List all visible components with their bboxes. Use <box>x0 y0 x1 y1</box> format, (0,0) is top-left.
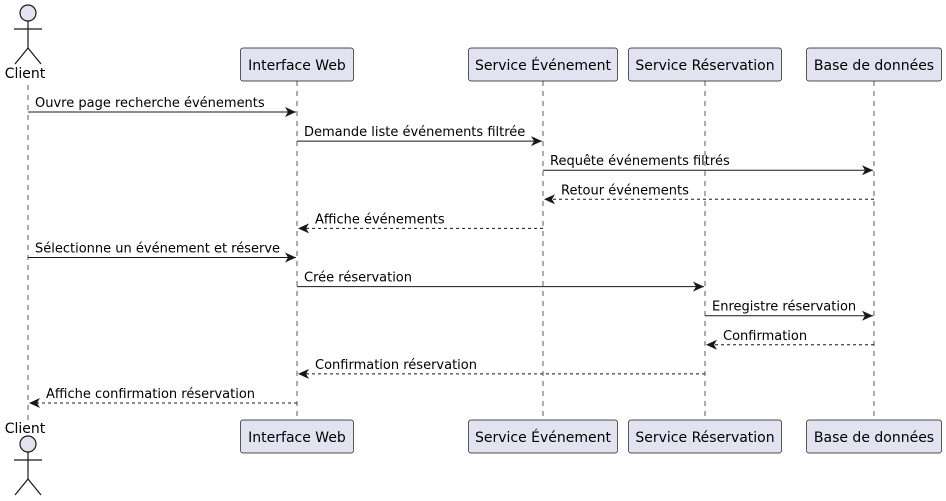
participant-label: Service Réservation <box>635 430 774 446</box>
participant-resa-bottom: Service Réservation <box>628 419 782 454</box>
message-label: Enregistre réservation <box>712 300 856 315</box>
participant-label: Base de données <box>814 430 934 446</box>
participant-box <box>240 419 354 454</box>
participant-db-top: Base de données <box>806 47 942 82</box>
participant-label: Interface Web <box>248 58 346 74</box>
participant-box <box>468 47 618 82</box>
message-label: Ouvre page recherche événements <box>35 96 265 111</box>
participant-resa-top: Service Réservation <box>628 47 782 82</box>
participant-label: Interface Web <box>248 430 346 446</box>
message-9: Confirmation <box>706 329 874 350</box>
message-2: Demande liste événements filtrée <box>297 125 542 147</box>
message-6: Sélectionne un événement et réserve <box>28 242 296 263</box>
participant-db-bottom: Base de données <box>806 419 942 454</box>
participant-box <box>240 47 354 82</box>
participant-web-top: Interface Web <box>240 47 354 82</box>
message-1: Ouvre page recherche événements <box>28 96 296 117</box>
participant-evt-top: Service Événement <box>468 47 618 82</box>
message-label: Confirmation réservation <box>315 358 477 373</box>
message-label: Demande liste événements filtrée <box>304 125 525 140</box>
message-3: Requête événements filtrés <box>543 154 873 176</box>
message-7: Crée réservation <box>297 271 704 292</box>
message-8: Enregistre réservation <box>705 300 873 321</box>
message-5: Affiche événements <box>298 212 543 234</box>
actor-label: Client <box>5 421 46 437</box>
message-label: Crée réservation <box>304 271 412 286</box>
participant-box <box>628 419 782 454</box>
participant-evt-bottom: Service Événement <box>468 419 618 454</box>
message-label: Confirmation <box>723 329 807 344</box>
actor-head-icon <box>19 4 37 22</box>
participant-label: Service Réservation <box>635 58 774 74</box>
message-11: Affiche confirmation réservation <box>29 387 297 408</box>
participant-box <box>628 47 782 82</box>
message-label: Affiche événements <box>315 212 445 227</box>
message-label: Requête événements filtrés <box>550 154 730 169</box>
participant-box <box>468 419 618 454</box>
actor-client-bottom: Client <box>5 421 46 496</box>
actor-head-icon <box>19 435 37 453</box>
participant-box <box>806 419 942 454</box>
participant-label: Base de données <box>814 58 934 74</box>
actor-label: Client <box>5 66 46 82</box>
message-label: Retour événements <box>561 183 689 198</box>
message-4: Retour événements <box>544 183 874 205</box>
message-label: Sélectionne un événement et réserve <box>35 242 280 257</box>
message-label: Affiche confirmation réservation <box>46 387 255 402</box>
participant-web-bottom: Interface Web <box>240 419 354 454</box>
participant-label: Service Événement <box>475 57 612 74</box>
participant-label: Service Événement <box>475 429 612 446</box>
message-10: Confirmation réservation <box>298 358 705 379</box>
participant-box <box>806 47 942 82</box>
actor-client-top: Client <box>5 4 46 82</box>
